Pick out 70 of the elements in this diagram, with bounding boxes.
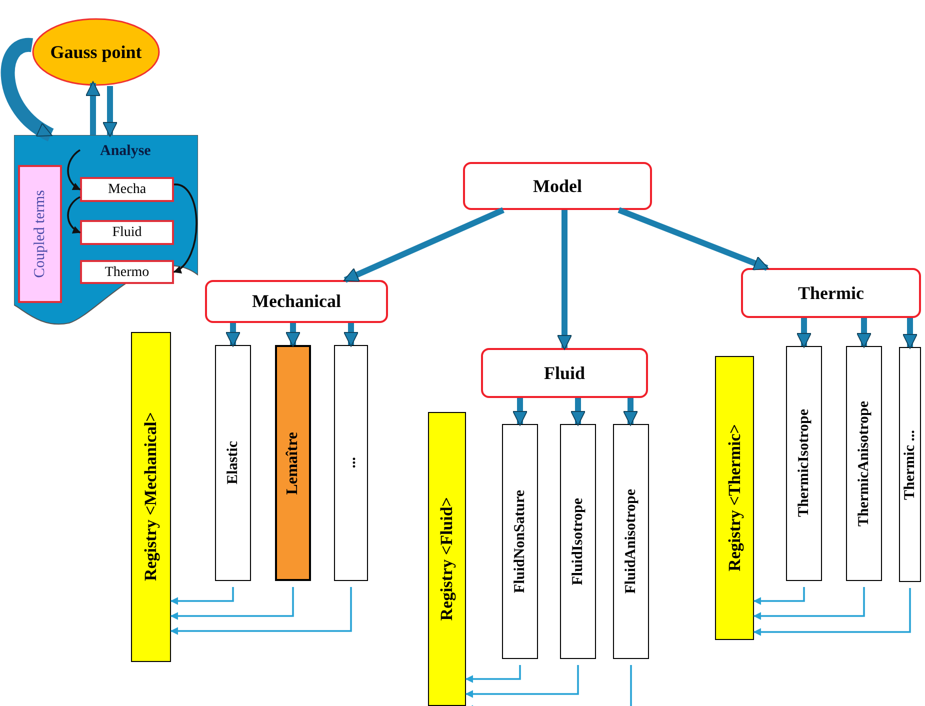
node-label: ThermicIsotrope xyxy=(794,409,813,518)
node-label: Lemaître xyxy=(283,432,302,494)
arrow xyxy=(86,81,100,135)
arrow xyxy=(753,588,911,636)
arrow xyxy=(465,665,521,683)
arrow xyxy=(465,665,579,698)
law-box xyxy=(275,345,311,581)
arrow xyxy=(796,318,812,348)
arrow xyxy=(753,587,805,605)
node-label: Registry <Mechanical> xyxy=(140,412,162,582)
analysis-box xyxy=(80,220,174,245)
arrow xyxy=(102,86,118,137)
arrow xyxy=(570,398,586,426)
node-label: Fluid xyxy=(544,362,586,384)
model-box xyxy=(463,162,652,210)
arrow xyxy=(753,587,865,620)
analysis-box xyxy=(80,177,174,202)
law-box xyxy=(215,345,251,581)
node-label: ThermicAnisotrope xyxy=(854,400,873,526)
arrow xyxy=(67,149,81,190)
arrow xyxy=(226,323,240,347)
model-box xyxy=(741,268,921,318)
law-box xyxy=(899,347,921,582)
arrow xyxy=(170,587,234,605)
node-label: FluidNonSature xyxy=(510,490,529,594)
node-label: Model xyxy=(533,174,582,198)
law-box xyxy=(334,345,368,581)
model-box xyxy=(481,348,648,398)
arrow xyxy=(170,587,294,620)
law-box xyxy=(502,424,538,659)
arrow xyxy=(344,323,358,347)
law-box xyxy=(613,424,649,659)
law-box xyxy=(846,346,882,581)
coupled-terms-box xyxy=(18,165,62,303)
arrow xyxy=(902,318,918,349)
arrow xyxy=(343,207,504,283)
arrow xyxy=(618,207,769,271)
node-label: FluidAnisotrope xyxy=(622,489,640,594)
analysis-panel xyxy=(14,135,198,325)
arrow xyxy=(557,210,572,350)
node-label: Thermo xyxy=(104,264,150,282)
arrow xyxy=(67,196,81,234)
law-box xyxy=(786,346,822,581)
node-label: Coupled terms xyxy=(30,190,49,278)
registry-bar xyxy=(428,412,466,706)
arrow xyxy=(623,398,638,426)
registry-bar xyxy=(715,356,754,640)
arrow xyxy=(170,587,352,635)
arrow xyxy=(512,398,528,426)
arrow xyxy=(0,38,54,142)
registry-bar xyxy=(131,332,171,662)
node-label: Mechanical xyxy=(252,290,341,313)
model-box xyxy=(205,280,388,323)
arrow xyxy=(856,318,872,348)
ellipse-node xyxy=(32,18,160,86)
node-label: FluidIsotrope xyxy=(568,498,587,586)
law-box xyxy=(560,424,596,659)
node-label: Registry <Thermic> xyxy=(724,424,745,572)
node-label: Thermic xyxy=(798,282,864,304)
node-label: Thermic ... xyxy=(900,430,919,500)
arrow xyxy=(286,323,300,347)
arrow xyxy=(173,184,198,273)
node-label: Registry <Fluid> xyxy=(436,497,458,621)
analysis-box xyxy=(80,260,174,284)
node-label: Fluid xyxy=(112,224,142,242)
node-label: Mecha xyxy=(108,181,146,199)
node-label: Gauss point xyxy=(50,40,142,64)
node-label: Elastic xyxy=(224,441,242,485)
node-label: ... xyxy=(342,457,360,469)
panel-heading: Analyse xyxy=(100,142,151,161)
